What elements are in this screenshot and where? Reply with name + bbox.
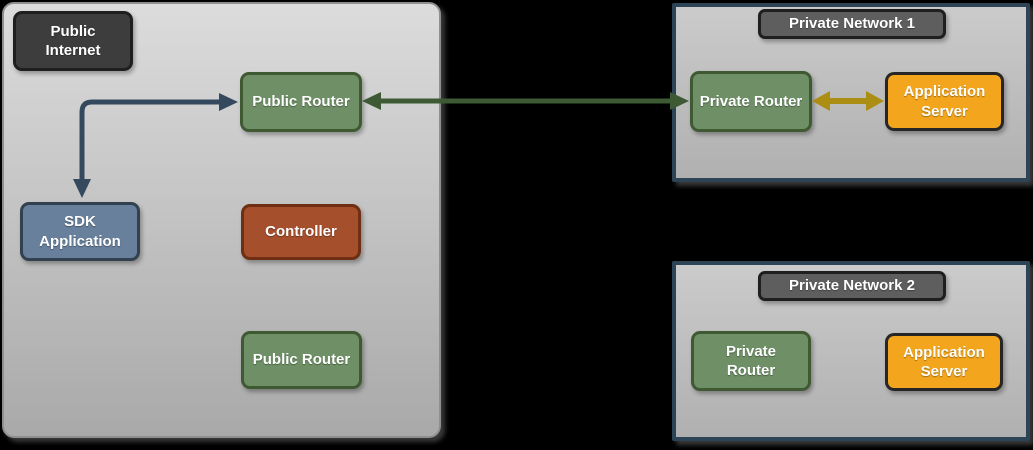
node-public-router-bottom-label: Public Router — [252, 351, 351, 369]
node-public-router-bottom: Public Router — [241, 331, 362, 389]
node-application-server-2-label: Application Server — [903, 343, 985, 380]
node-public-internet-label: Public Internet — [45, 22, 101, 59]
node-application-server-1-label: Application Server — [903, 83, 986, 120]
node-public-internet: Public Internet — [13, 11, 133, 71]
private-network-2-zone: Private Network 2 Private Router Applica… — [672, 261, 1030, 441]
node-public-router-top: Public Router — [240, 72, 362, 132]
node-sdk-application-label: SDK Application — [39, 213, 121, 250]
private-network-1-title-label: Private Network 1 — [789, 15, 915, 33]
private-network-1-title: Private Network 1 — [758, 9, 946, 39]
node-private-router-2: Private Router — [691, 331, 811, 391]
node-private-router-1-label: Private Router — [699, 92, 803, 110]
node-controller: Controller — [241, 204, 361, 260]
node-public-router-top-label: Public Router — [252, 93, 350, 111]
node-sdk-application: SDK Application — [20, 202, 140, 261]
node-private-router-2-label: Private Router — [725, 342, 777, 379]
node-application-server-1: Application Server — [885, 72, 1004, 131]
private-network-2-title-label: Private Network 2 — [789, 277, 915, 295]
public-internet-zone: Public Internet Public Router SDK Applic… — [2, 2, 441, 438]
private-network-2-title: Private Network 2 — [758, 271, 946, 301]
node-controller-label: Controller — [265, 223, 337, 241]
node-private-router-1: Private Router — [690, 71, 812, 132]
node-application-server-2: Application Server — [885, 333, 1003, 391]
private-network-1-zone: Private Network 1 Private Router Applica… — [672, 3, 1030, 182]
